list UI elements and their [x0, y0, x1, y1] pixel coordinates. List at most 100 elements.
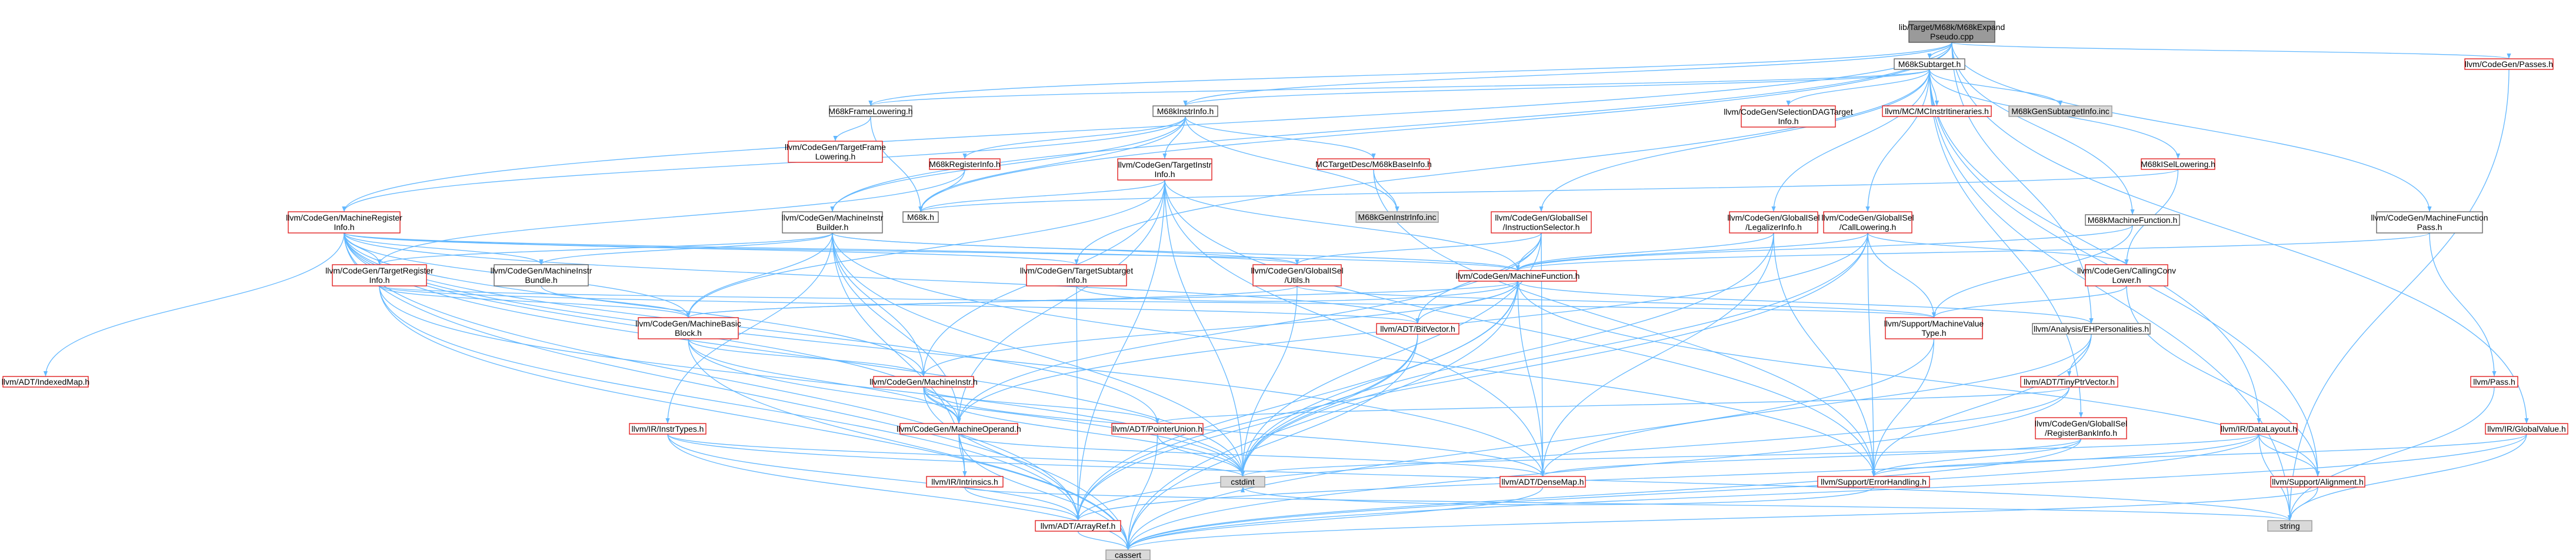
node-m68kgeninstrinfo[interactable]: M68kGenInstrInfo.inc	[1355, 211, 1439, 223]
edge-targetsubtargetinfo-to-machinefunction	[1076, 281, 1520, 302]
node-bitvector[interactable]: llvm/ADT/BitVector.h	[1376, 323, 1459, 335]
edge-m68ksubtarget-to-calllowering	[1865, 69, 1930, 212]
node-label: llvm/CodeGen/MachineOperand.h	[897, 424, 1021, 434]
edge-m68ksubtarget-to-registerbankinfo	[1929, 69, 2084, 418]
edge-machineinstr-to-cstdint	[923, 386, 1245, 477]
node-box	[1458, 270, 1577, 282]
node-label: cassert	[1115, 551, 1141, 560]
node-label: cstdint	[1231, 477, 1255, 486]
edge-intrinsics-to-string	[964, 486, 2292, 521]
node-registerbankinfo[interactable]: llvm/CodeGen/GlobalISel/RegisterBankInfo…	[2035, 417, 2127, 439]
edge-machineinstrbuilder-to-instrtypes	[665, 232, 833, 424]
node-cstdint[interactable]: cstdint	[1220, 476, 1265, 488]
node-mcinstritineraries[interactable]: llvm/MC/MCInstrItineraries.h	[1882, 105, 1992, 117]
edge-m68ksubtarget-to-instructionselector	[1539, 69, 1930, 212]
node-label: Info.h	[369, 275, 389, 285]
node-instrtypes[interactable]: llvm/IR/InstrTypes.h	[629, 423, 707, 435]
node-m68kframelowering[interactable]: M68kFrameLowering.h	[828, 105, 913, 117]
edge-machineinstrbuilder-to-machinebasicblock	[686, 232, 833, 318]
node-box	[1220, 476, 1265, 488]
node-m68kh[interactable]: M68k.h	[902, 211, 939, 223]
edge-machineoperand-to-intrinsics	[958, 434, 967, 477]
node-tinyptrvector[interactable]: llvm/ADT/TinyPtrVector.h	[2020, 376, 2118, 388]
edge-root-to-passes	[1951, 42, 2511, 59]
node-label: llvm/IR/Intrinsics.h	[931, 477, 998, 486]
node-label: llvm/Pass.h	[2473, 377, 2515, 386]
edge-machineinstr-to-arrayref	[923, 386, 1081, 521]
edge-m68kinstrinfo-to-machineinstrbuilder	[830, 116, 1186, 212]
edge-root-to-m68kframelowering	[868, 42, 1952, 106]
node-label: M68kISelLowering.h	[2141, 159, 2215, 169]
node-box	[1111, 423, 1204, 435]
edge-instructionselector-to-globaliselutils	[1295, 232, 1542, 265]
edge-m68kframelowering-to-m68kh	[870, 116, 923, 212]
node-label: M68kSubtarget.h	[1898, 59, 1961, 69]
node-pointerunion[interactable]: llvm/ADT/PointerUnion.h	[1111, 423, 1204, 435]
node-label: llvm/CodeGen/MachineFunction	[2371, 213, 2488, 222]
edge-m68ksubtarget-to-legalizerinfo	[1771, 69, 1930, 212]
node-machinefunction[interactable]: llvm/CodeGen/MachineFunction.h	[1456, 270, 1580, 282]
node-box	[2008, 105, 2112, 117]
node-cassert[interactable]: cassert	[1105, 549, 1151, 560]
node-passes[interactable]: llvm/CodeGen/Passes.h	[2464, 58, 2554, 70]
edge-callingconvlower-to-alignment	[2126, 285, 2320, 477]
node-box	[2141, 158, 2215, 170]
node-intrinsics[interactable]: llvm/IR/Intrinsics.h	[926, 476, 1004, 488]
node-densemap[interactable]: llvm/ADT/DenseMap.h	[1499, 476, 1586, 488]
edge-bitvector-to-cstdint	[1240, 334, 1418, 477]
edge-machineinstr-to-pointerunion	[923, 386, 1160, 424]
node-mctargetdesc[interactable]: MCTargetDesc/M68kBaseInfo.h	[1315, 158, 1432, 170]
node-m68kmachinefunction[interactable]: M68kMachineFunction.h	[2085, 214, 2180, 226]
node-globaliselutils[interactable]: llvm/CodeGen/GlobalISel/Utils.h	[1251, 264, 1344, 286]
node-string[interactable]: string	[2267, 520, 2312, 532]
node-machineinstr[interactable]: llvm/CodeGen/MachineInstr.h	[869, 376, 978, 388]
node-instructionselector[interactable]: llvm/CodeGen/GlobalISel/InstructionSelec…	[1491, 211, 1592, 234]
node-errorhandling[interactable]: llvm/Support/ErrorHandling.h	[1817, 476, 1930, 488]
node-pass[interactable]: llvm/Pass.h	[2470, 376, 2518, 388]
node-legalizerinfo[interactable]: llvm/CodeGen/GlobalISel/LegalizerInfo.h	[1727, 211, 1820, 234]
edge-machineregisterinfo-to-indexedmap	[43, 232, 345, 377]
node-datalayout[interactable]: llvm/IR/DataLayout.h	[2220, 423, 2298, 435]
edge-machineregisterinfo-to-machineinstrbundle	[344, 232, 544, 265]
node-label: llvm/CodeGen/GlobalISel	[2035, 419, 2127, 428]
node-label: llvm/ADT/DenseMap.h	[1501, 477, 1584, 486]
node-m68ksubtarget[interactable]: M68kSubtarget.h	[1894, 58, 1965, 70]
node-globalvalue[interactable]: llvm/IR/GlobalValue.h	[2485, 423, 2568, 435]
node-label: /LegalizerInfo.h	[1745, 222, 1802, 232]
node-box	[1152, 105, 1218, 117]
node-m68kgensubtargetinfo[interactable]: M68kGenSubtargetInfo.inc	[2008, 105, 2112, 117]
node-label: Pass.h	[2417, 222, 2442, 232]
node-calllowering[interactable]: llvm/CodeGen/GlobalISel/CallLowering.h	[1821, 211, 1914, 234]
node-m68kregisterinfo[interactable]: M68kRegisterInfo.h	[929, 158, 1001, 170]
node-alignment[interactable]: llvm/Support/Alignment.h	[2270, 476, 2365, 488]
edge-legalizerinfo-to-machinefunction	[1515, 232, 1774, 271]
edge-globalvalue-to-cassert	[1126, 434, 2527, 551]
node-machineoperand[interactable]: llvm/CodeGen/MachineOperand.h	[897, 423, 1021, 435]
node-ehpersonalities[interactable]: llvm/Analysis/EHPersonalities.h	[2032, 323, 2151, 335]
node-m68kinstrinfo[interactable]: M68kInstrInfo.h	[1152, 105, 1218, 117]
node-arrayref[interactable]: llvm/ADT/ArrayRef.h	[1035, 520, 1121, 532]
node-label: /CallLowering.h	[1839, 222, 1897, 232]
edge-m68ksubtarget-to-m68kinstrinfo	[1183, 69, 1930, 106]
edge-machineinstrbuilder-to-machineoperand	[832, 232, 961, 424]
edge-machinefunction-to-machineinstr	[921, 281, 1518, 377]
node-m68kisellowering[interactable]: M68kISelLowering.h	[2141, 158, 2215, 170]
edge-machinefunction-to-cstdint	[1240, 281, 1518, 477]
edge-bitvector-to-arrayref	[1075, 334, 1418, 521]
edge-instructionselector-to-machineoperand	[957, 232, 1542, 424]
edge-machineinstrbuilder-to-targetregisterinfo	[377, 232, 833, 265]
node-indexedmap[interactable]: llvm/ADT/IndexedMap.h	[2, 376, 89, 388]
